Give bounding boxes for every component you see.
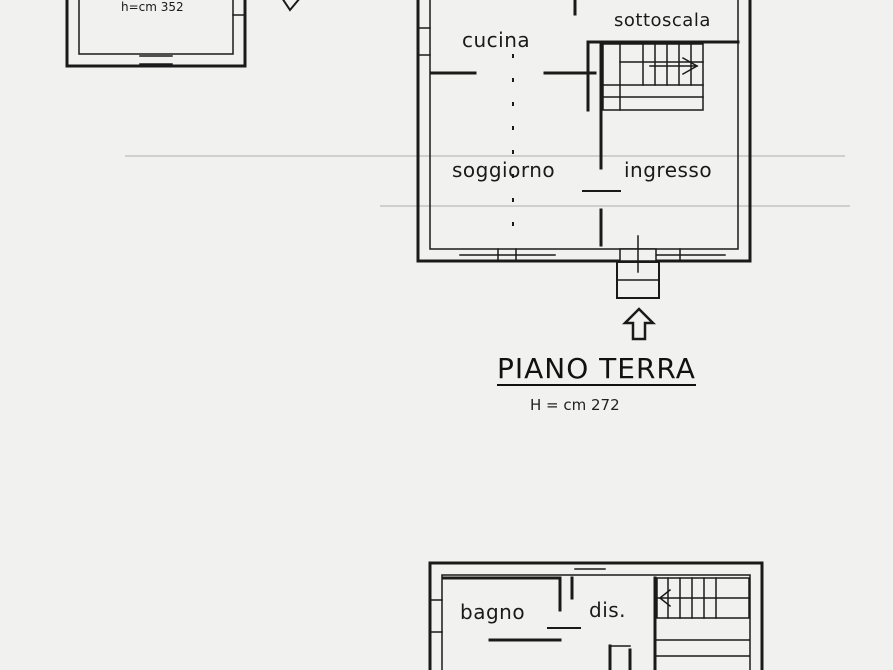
top-left-room bbox=[65, 0, 300, 68]
room-label-cucina: cucina bbox=[462, 28, 531, 52]
top-left-room-label: h=cm 352 bbox=[121, 0, 184, 14]
room-label-dis: dis. bbox=[589, 598, 627, 622]
upper-staircase bbox=[608, 577, 750, 670]
room-label-bagno: bagno bbox=[460, 600, 526, 624]
ground-floor-interior bbox=[430, 0, 740, 247]
scan-artifact-line bbox=[380, 205, 850, 207]
room-label-ingresso: ingresso bbox=[624, 158, 713, 182]
staircase bbox=[602, 43, 704, 111]
room-label-sottoscala: sottoscala bbox=[614, 10, 711, 31]
upper-floor-walls bbox=[428, 561, 764, 670]
room-label-soggiorno: soggiorno bbox=[452, 158, 556, 182]
scan-artifact-line bbox=[125, 155, 845, 157]
ground-floor-walls bbox=[416, 0, 752, 341]
floor-height-label: H = cm 272 bbox=[530, 396, 620, 414]
floor-title: PIANO TERRA bbox=[497, 352, 696, 386]
